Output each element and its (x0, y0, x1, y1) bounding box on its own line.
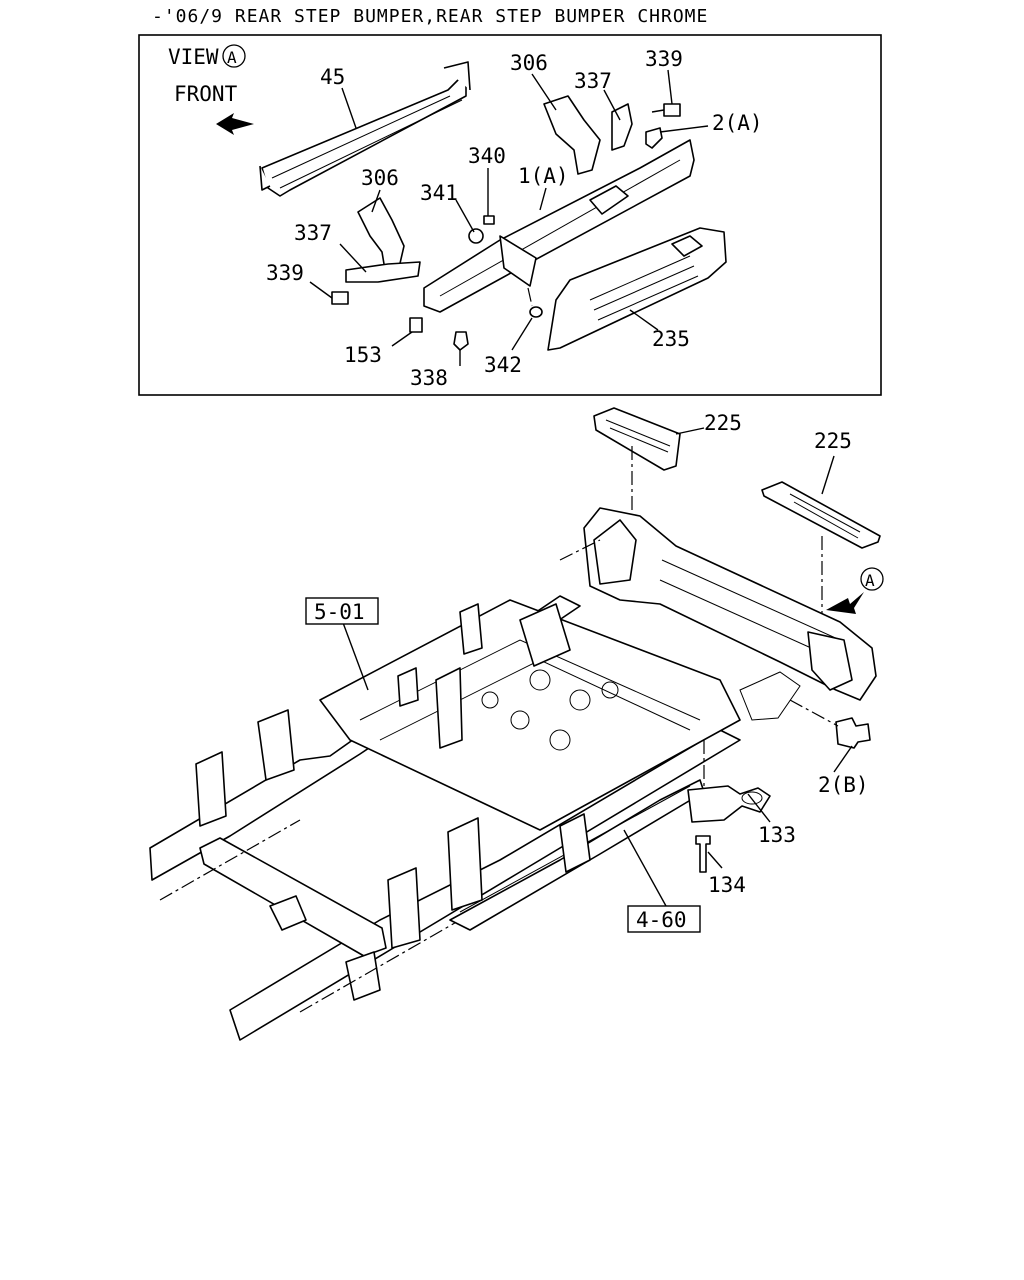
bolt-2b-guide-line (789, 699, 839, 727)
leader-5-01 (341, 619, 369, 691)
part-337-bracket-lower (345, 261, 421, 283)
part-rear-bumper (583, 507, 877, 701)
callout-134: 134 (708, 873, 746, 897)
part-2a-clip (645, 127, 663, 149)
callout-225-right: 225 (814, 429, 852, 453)
part-225-step-pad-left (593, 407, 681, 471)
callout-342: 342 (484, 353, 522, 377)
callout-337-lower: 337 (294, 221, 332, 245)
view-circle-icon (222, 44, 246, 68)
callout-2b: 2(B) (818, 773, 869, 797)
view-a-marker-letter: A (865, 571, 875, 590)
ref-label-4-60: 4-60 (636, 908, 687, 932)
part-235-step-pad (547, 227, 727, 351)
ref-label-5-01: 5-01 (314, 600, 365, 624)
callout-225-left: 225 (704, 411, 742, 435)
front-arrow-icon (216, 113, 254, 135)
callout-339-lower: 339 (266, 261, 304, 285)
leader-4-60 (623, 829, 667, 907)
callout-235: 235 (652, 327, 690, 351)
callout-153: 153 (344, 343, 382, 367)
bumper-mount-plate (739, 671, 801, 721)
leader-134 (707, 851, 723, 869)
part-342-plug (529, 306, 543, 318)
part-225-step-pad-right (761, 481, 881, 549)
diagram-title: -'06/9 REAR STEP BUMPER,REAR STEP BUMPER… (152, 6, 708, 27)
part-339-bolt-upper (651, 103, 681, 117)
part-45-reinforcement (259, 61, 471, 197)
callout-337-upper: 337 (574, 69, 612, 93)
part-134-bolt (695, 835, 711, 873)
view-a-marker-icon (860, 567, 884, 591)
callout-339-upper: 339 (645, 47, 683, 71)
inset-leader-lines (309, 69, 709, 366)
view-a-heading: VIEW A (168, 44, 246, 69)
part-338-clip (453, 331, 469, 351)
callout-340: 340 (468, 144, 506, 168)
leader-225-right (821, 455, 835, 495)
callout-306-upper: 306 (510, 51, 548, 75)
part-leaf-spring (449, 779, 705, 931)
part-306-bracket-upper (543, 95, 601, 175)
view-a-inset-frame (138, 34, 882, 396)
leader-225-left (675, 427, 705, 435)
view-circle-letter: A (227, 48, 237, 67)
leader-2b (833, 745, 853, 773)
view-label: VIEW (168, 45, 219, 69)
part-133-tow-hook (687, 785, 771, 823)
ref-box-4-60[interactable]: 4-60 (627, 905, 701, 933)
ref-box-5-01[interactable]: 5-01 (305, 597, 379, 625)
callout-306-lower: 306 (361, 166, 399, 190)
part-frame-chassis (149, 539, 741, 1041)
callout-45: 45 (320, 65, 345, 89)
part-2b-bolt (835, 717, 871, 749)
leader-133 (747, 793, 771, 823)
view-a-arrow-icon (826, 592, 864, 614)
callout-1a: 1(A) (518, 164, 569, 188)
callout-133: 133 (758, 823, 796, 847)
part-341-nut (468, 228, 484, 244)
part-153-bolt (409, 317, 423, 333)
part-340-clip (483, 215, 495, 225)
part-1a-bumper (423, 139, 695, 313)
front-label: FRONT (174, 82, 238, 106)
callout-341: 341 (420, 181, 458, 205)
callout-338: 338 (410, 366, 448, 390)
part-339-bolt-lower (331, 291, 349, 305)
callout-2a: 2(A) (712, 111, 763, 135)
